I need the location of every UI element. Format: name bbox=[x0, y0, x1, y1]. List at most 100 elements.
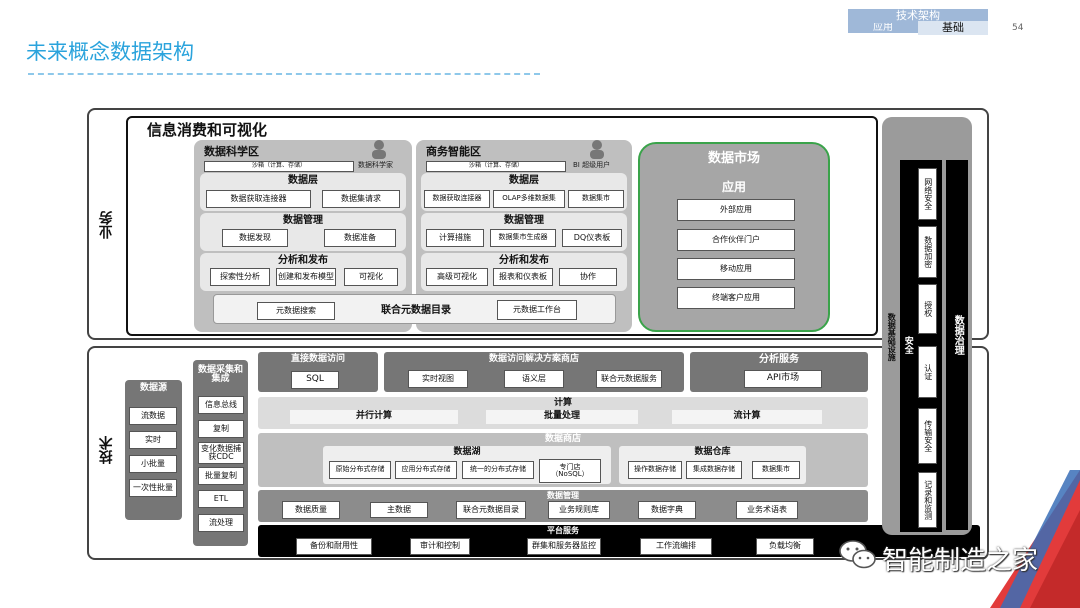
warehouse-item[interactable]: 操作数据存储 bbox=[628, 461, 682, 479]
compute-item[interactable]: 并行计算 bbox=[290, 410, 458, 424]
warehouse-item[interactable]: 数据集市 bbox=[752, 461, 800, 479]
security-item[interactable]: 传输安全 bbox=[918, 408, 937, 464]
bi-ana-item[interactable]: 高级可视化 bbox=[426, 268, 488, 286]
solution-item[interactable]: 语义层 bbox=[504, 370, 564, 388]
infrastructure-label: 数据基础设施 bbox=[887, 313, 897, 361]
platform-item[interactable]: 备份和耐用性 bbox=[296, 538, 372, 555]
nav-left[interactable]: 应用 bbox=[848, 23, 918, 33]
api-market[interactable]: API市场 bbox=[744, 370, 822, 388]
ds-ana-item[interactable]: 探索性分析 bbox=[210, 268, 270, 286]
dm-item[interactable]: 数据质量 bbox=[282, 501, 340, 519]
analysis-service-title: 分析服务 bbox=[759, 353, 799, 365]
data-store-title: 数据商店 bbox=[544, 434, 581, 445]
ds-mgmt-item[interactable]: 数据发现 bbox=[222, 229, 288, 247]
dm-item[interactable]: 主数据 bbox=[370, 502, 428, 518]
bi-ana-item[interactable]: 协作 bbox=[559, 268, 617, 286]
technology-label: 技术 bbox=[98, 436, 115, 464]
bi-mgmt-title: 数据管理 bbox=[504, 214, 544, 226]
security-item[interactable]: 授权 bbox=[918, 284, 937, 334]
solution-store-title: 数据访问解决方案商店 bbox=[488, 354, 579, 365]
page-number: 54 bbox=[1012, 23, 1024, 33]
bi-mgmt-item[interactable]: 数据集市生成器 bbox=[490, 229, 556, 247]
ds-layer-item[interactable]: 数据获取连接器 bbox=[206, 190, 311, 208]
corner-decoration bbox=[990, 470, 1080, 608]
user-icon bbox=[590, 140, 604, 159]
ds-ana-title: 分析和发布 bbox=[278, 254, 328, 266]
wechat-icon bbox=[839, 540, 876, 569]
compute-item[interactable]: 批量处理 bbox=[486, 410, 638, 424]
security-title: 安全 bbox=[902, 336, 913, 354]
data-sources-panel bbox=[125, 380, 182, 520]
marketplace-item[interactable]: 终端客户应用 bbox=[677, 287, 795, 309]
consumption-title: 信息消费和可视化 bbox=[147, 121, 268, 139]
ds-mgmt-item[interactable]: 数据准备 bbox=[324, 229, 396, 247]
sql-item[interactable]: SQL bbox=[291, 371, 339, 389]
bi-layer-item[interactable]: 数据集市 bbox=[568, 190, 624, 208]
bi-layer-title: 数据层 bbox=[509, 174, 539, 186]
data-lake-title: 数据湖 bbox=[453, 447, 481, 458]
nav-right[interactable]: 基础 bbox=[918, 21, 988, 35]
collection-item[interactable]: 批量复制 bbox=[198, 467, 244, 485]
dm-item[interactable]: 业务术语表 bbox=[736, 501, 798, 519]
ds-ana-item[interactable]: 可视化 bbox=[344, 268, 398, 286]
security-item[interactable]: 认证 bbox=[918, 346, 937, 398]
watermark-text: 智能制造之家 bbox=[882, 546, 1039, 576]
dm-item[interactable]: 联合元数据目录 bbox=[456, 501, 526, 519]
collection-item[interactable]: ETL bbox=[198, 490, 244, 508]
title-dash-line bbox=[28, 73, 540, 75]
collection-item[interactable]: 流处理 bbox=[198, 514, 244, 532]
collection-item[interactable]: 变化数据捕获CDC bbox=[198, 442, 244, 464]
compute-item[interactable]: 流计算 bbox=[672, 410, 822, 424]
security-item[interactable]: 数据加密 bbox=[918, 226, 937, 278]
data-sources-title: 数据源 bbox=[139, 383, 167, 394]
data-scientist-label: 数据科学家 bbox=[358, 161, 393, 169]
marketplace-item[interactable]: 移动应用 bbox=[677, 258, 795, 280]
lake-item[interactable]: 专门店（NoSQL） bbox=[539, 459, 601, 483]
platform-item[interactable]: 负载均衡 bbox=[756, 538, 814, 555]
platform-item[interactable]: 工作流编排 bbox=[640, 538, 712, 555]
collection-item[interactable]: 信息总线 bbox=[198, 396, 244, 414]
platform-services-title: 平台服务 bbox=[547, 526, 579, 536]
bi-mgmt-item[interactable]: DQ仪表板 bbox=[562, 229, 622, 247]
data-source-item[interactable]: 实时 bbox=[129, 431, 177, 449]
lake-item[interactable]: 统一的分布式存储 bbox=[462, 461, 534, 479]
collection-item[interactable]: 复制 bbox=[198, 420, 244, 438]
marketplace-item[interactable]: 外部应用 bbox=[677, 199, 795, 221]
compute-title: 计算 bbox=[553, 398, 572, 409]
bi-mgmt-item[interactable]: 计算措施 bbox=[426, 229, 484, 247]
bi-ana-item[interactable]: 报表和仪表板 bbox=[493, 268, 553, 286]
marketplace-item[interactable]: 合作伙伴门户 bbox=[677, 229, 795, 251]
lake-item[interactable]: 应用分布式存储 bbox=[395, 461, 457, 479]
security-item[interactable]: 记录和监测 bbox=[918, 472, 937, 528]
bi-layer-item[interactable]: 数据获取连接器 bbox=[424, 190, 490, 208]
bi-layer-item[interactable]: OLAP多维数据集 bbox=[493, 190, 565, 208]
business-label: 业务 bbox=[98, 211, 115, 239]
page-title: 未来概念数据架构 bbox=[26, 40, 194, 64]
metadata-search[interactable]: 元数据搜索 bbox=[257, 302, 335, 320]
dm-item[interactable]: 业务规则库 bbox=[548, 501, 610, 519]
data-source-item[interactable]: 流数据 bbox=[129, 407, 177, 425]
solution-item[interactable]: 实时视图 bbox=[408, 370, 468, 388]
data-collection-title: 数据采集和集成 bbox=[197, 364, 243, 384]
warehouse-item[interactable]: 集成数据存储 bbox=[686, 461, 742, 479]
governance-label: 数据治理 bbox=[952, 315, 964, 355]
dm-item[interactable]: 数据字典 bbox=[638, 501, 696, 519]
data-science-title: 数据科学区 bbox=[204, 145, 259, 158]
marketplace-title: 数据市场 bbox=[707, 151, 760, 167]
bi-user-label: BI 超级用户 bbox=[573, 161, 611, 169]
data-source-item[interactable]: 一次性批量 bbox=[129, 479, 177, 497]
ds-sandbox: 沙箱（计算、存储） bbox=[204, 161, 354, 172]
data-warehouse-title: 数据仓库 bbox=[694, 447, 731, 458]
bi-sandbox: 沙箱（计算、存储） bbox=[426, 161, 566, 172]
security-item[interactable]: 网络安全 bbox=[918, 168, 937, 220]
nav-top[interactable]: 技术架构 bbox=[848, 9, 988, 23]
lake-item[interactable]: 原始分布式存储 bbox=[329, 461, 391, 479]
ds-layer-item[interactable]: 数据集请求 bbox=[322, 190, 400, 208]
platform-item[interactable]: 审计和控制 bbox=[410, 538, 470, 555]
ds-ana-item[interactable]: 创建和发布模型 bbox=[276, 268, 336, 286]
data-source-item[interactable]: 小批量 bbox=[129, 455, 177, 473]
solution-item[interactable]: 联合元数据服务 bbox=[596, 370, 662, 388]
platform-item[interactable]: 群集和服务器监控 bbox=[527, 538, 601, 555]
metadata-workbench[interactable]: 元数据工作台 bbox=[497, 300, 577, 320]
user-icon bbox=[372, 140, 386, 159]
